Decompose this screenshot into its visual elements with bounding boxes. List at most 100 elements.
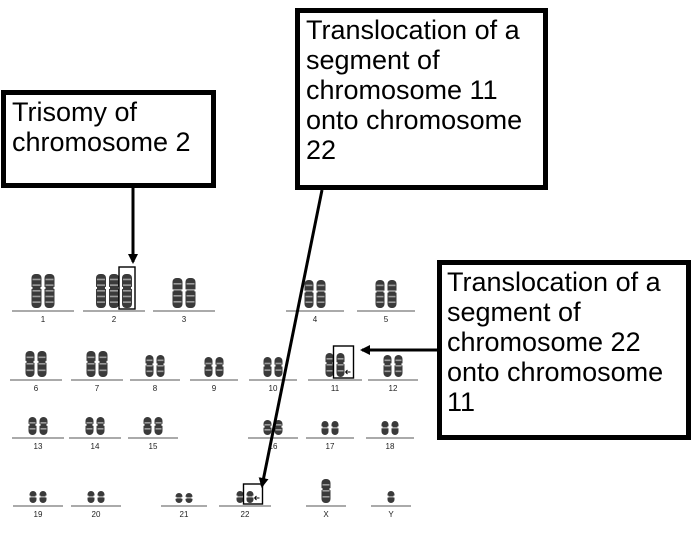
chromosome-label: 16	[269, 442, 278, 451]
centromere	[304, 290, 306, 293]
chromosome-band	[186, 497, 192, 499]
chromosome	[304, 280, 314, 308]
centromere	[395, 290, 397, 293]
chromosome-pair-3: 3	[153, 278, 215, 324]
centromere	[154, 423, 156, 426]
chromosome-pair-2: 2	[83, 266, 145, 324]
chromosome-band	[123, 295, 131, 298]
callout-line: Trisomy of	[12, 97, 138, 127]
chromosome-band	[322, 484, 330, 486]
chromosome-band	[157, 359, 164, 362]
callout-line: segment of	[306, 45, 440, 75]
chromosome-pair-18: 18	[366, 421, 414, 451]
chromosome-pair-10: 10	[249, 357, 297, 393]
centromere	[163, 363, 165, 366]
chromosome	[387, 280, 397, 308]
callout-line: segment of	[447, 297, 581, 327]
centromere	[86, 360, 88, 363]
chromosome-label: 3	[182, 315, 187, 324]
chromosome-label: 14	[91, 442, 100, 451]
chromosome-band	[376, 290, 384, 292]
chromosome-band	[155, 428, 162, 430]
chromosome-band	[30, 496, 36, 498]
chromosome-band	[45, 284, 54, 286]
centromere	[321, 426, 323, 429]
centromere	[152, 363, 154, 366]
chromosome	[85, 417, 94, 435]
chromosome-band	[337, 364, 344, 366]
chromosome-pair-4: 4	[286, 280, 344, 324]
callout-line: onto chromosome	[306, 105, 523, 135]
callout-line: chromosome 2	[12, 127, 191, 157]
centromere	[156, 363, 158, 366]
chromosome-band	[157, 365, 164, 367]
chromosome-band	[332, 427, 338, 429]
chromosome-band	[38, 356, 46, 359]
chromosome-band	[275, 362, 282, 365]
chromosome-band	[87, 369, 95, 372]
chromosome-label: 18	[386, 442, 395, 451]
chromosome-label: 8	[153, 384, 158, 393]
chromosome-band	[264, 424, 271, 426]
centromere	[45, 495, 47, 498]
chromosome-band	[384, 359, 391, 362]
centromere	[343, 362, 345, 365]
chromosome-band	[392, 427, 398, 429]
centromere	[281, 364, 283, 367]
chromosome-pair-20: 20	[71, 491, 121, 519]
chromosome-band	[186, 283, 195, 285]
chromosome-band	[97, 422, 104, 424]
centromere	[181, 496, 183, 499]
centromere	[381, 426, 383, 429]
chromosome-label: 11	[331, 384, 340, 393]
centromere	[106, 360, 108, 363]
chromosome-band	[388, 284, 396, 287]
centromere	[105, 286, 107, 289]
centromere	[387, 495, 389, 498]
centromere	[145, 363, 147, 366]
centromere	[324, 290, 326, 293]
chromosome-band	[144, 422, 151, 424]
small-arrow-icon	[345, 369, 351, 375]
chromosome-band	[322, 427, 328, 429]
chromosome	[39, 417, 48, 435]
centromere	[29, 495, 31, 498]
centromere	[252, 495, 254, 498]
chromosome-pair-Y: Y	[371, 491, 411, 519]
chromosome-band	[376, 284, 384, 287]
centromere	[270, 425, 272, 428]
centromere	[143, 423, 145, 426]
centromere	[28, 423, 30, 426]
centromere	[172, 289, 174, 292]
chromosome-band	[305, 284, 313, 287]
centromere	[337, 426, 339, 429]
chromosome-label: Y	[388, 510, 394, 519]
chromosome-band	[88, 496, 94, 498]
chromosome-label: 6	[34, 384, 39, 393]
chromosome-band	[176, 497, 182, 499]
chromosome-pair-6: 6	[10, 351, 62, 393]
centromere	[33, 360, 35, 363]
centromere	[263, 425, 265, 428]
centromere	[87, 495, 89, 498]
chromosome-band	[97, 290, 105, 292]
centromere	[375, 290, 377, 293]
centromere	[391, 426, 393, 429]
chromosome-band	[388, 301, 396, 303]
centromere	[108, 286, 110, 289]
chromosome-band	[382, 427, 388, 429]
callout-line: onto chromosome	[447, 357, 664, 387]
chromosome-band	[186, 301, 195, 303]
chromosome-label: 7	[95, 384, 100, 393]
centromere	[39, 495, 41, 498]
chromosome-band	[110, 295, 118, 298]
callout-line: Translocation of a	[447, 267, 661, 297]
chromosome-band	[40, 496, 46, 498]
centromere	[331, 426, 333, 429]
centromere	[312, 290, 314, 293]
centromere	[94, 360, 96, 363]
chromosome-band	[40, 428, 47, 430]
chromosome-band	[317, 284, 325, 287]
chromosome	[263, 357, 272, 377]
chromosome-pair-21: 21	[161, 493, 207, 519]
